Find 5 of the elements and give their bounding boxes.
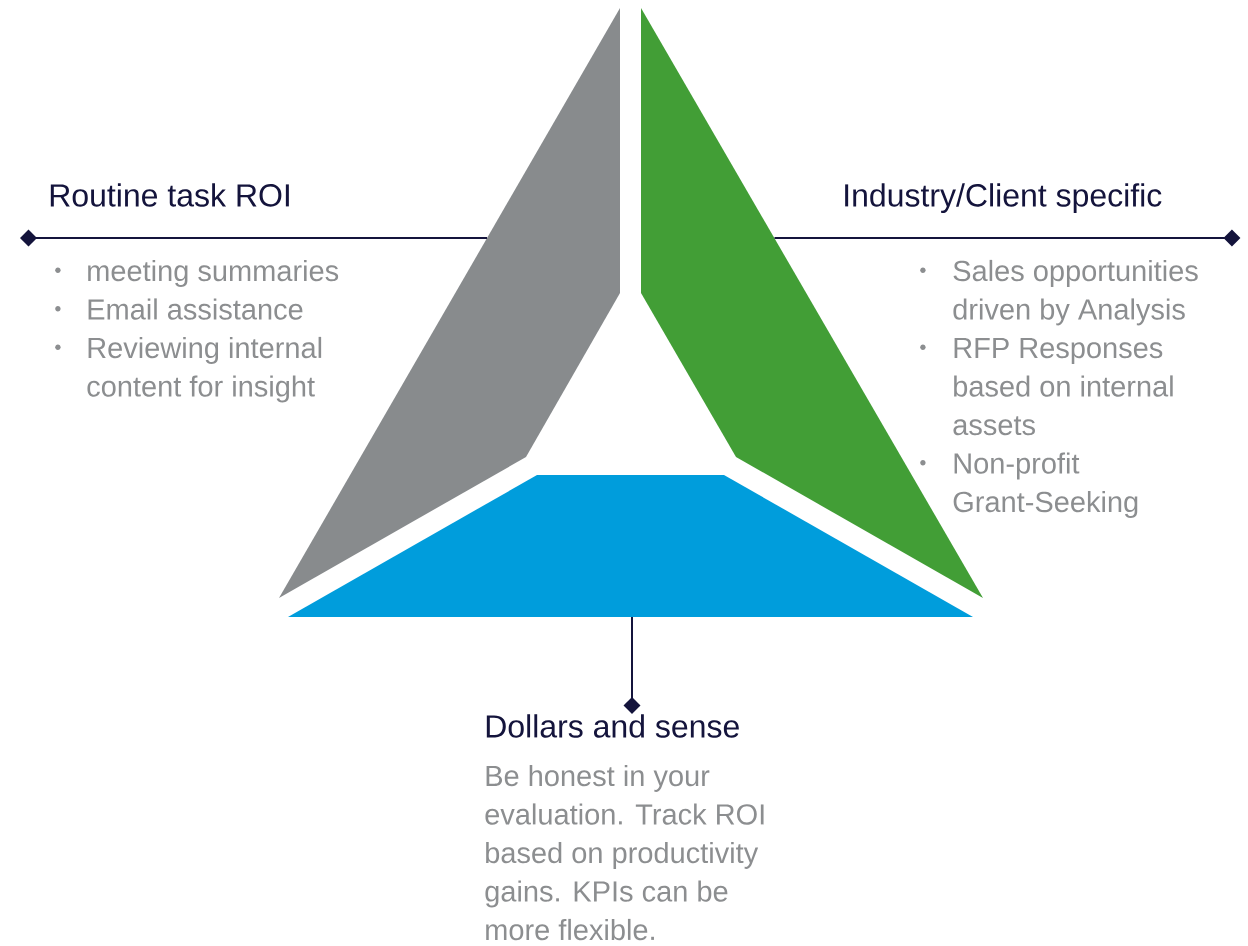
callout-text: Industry/Client specific Sales opportunities driven by Analysis RFP Responses based on internal assets Non-profit Grant-Seeking (845, 183, 1198, 518)
callout-text: Routine task ROI meeting summaries Email assistance Reviewing internal content for insight (50, 183, 339, 403)
leader-line (623, 616, 641, 714)
leader-line (20, 229, 488, 247)
callout-text: Dollars and sense Be honest in your evaluation. Track ROI based on productivity gains. KPIs can be more flexible. (485, 714, 764, 941)
